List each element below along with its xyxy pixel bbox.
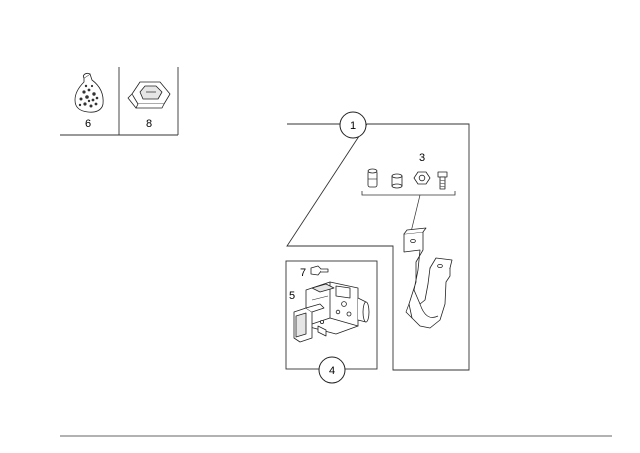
callout-1: 1 [350,120,356,132]
leader-line [410,194,421,233]
bolt-icon [437,171,448,190]
callout-4: 4 [329,365,335,377]
parts-reference-table: 6 8 [60,67,179,136]
mounting-bracket-icon [403,227,453,329]
callout-6: 6 [85,118,91,130]
callout-5: 5 [289,290,295,302]
hardware-set [361,168,456,233]
bracket-tray-icon [127,81,171,109]
hardware-bag-icon [74,72,104,113]
callout-4-circle [318,356,346,384]
fastener-icon [310,265,329,276]
hardware-group-bracket [361,191,456,196]
bushing-icon [391,173,403,189]
callout-8: 8 [146,118,152,130]
callout-7: 7 [300,267,306,279]
assembly-frame [286,123,470,371]
nut-icon [413,171,431,185]
callout-1-circle [339,111,367,139]
callout-3: 3 [419,152,425,164]
hydraulic-unit-icon [293,281,370,343]
sleeve-icon [367,168,378,188]
